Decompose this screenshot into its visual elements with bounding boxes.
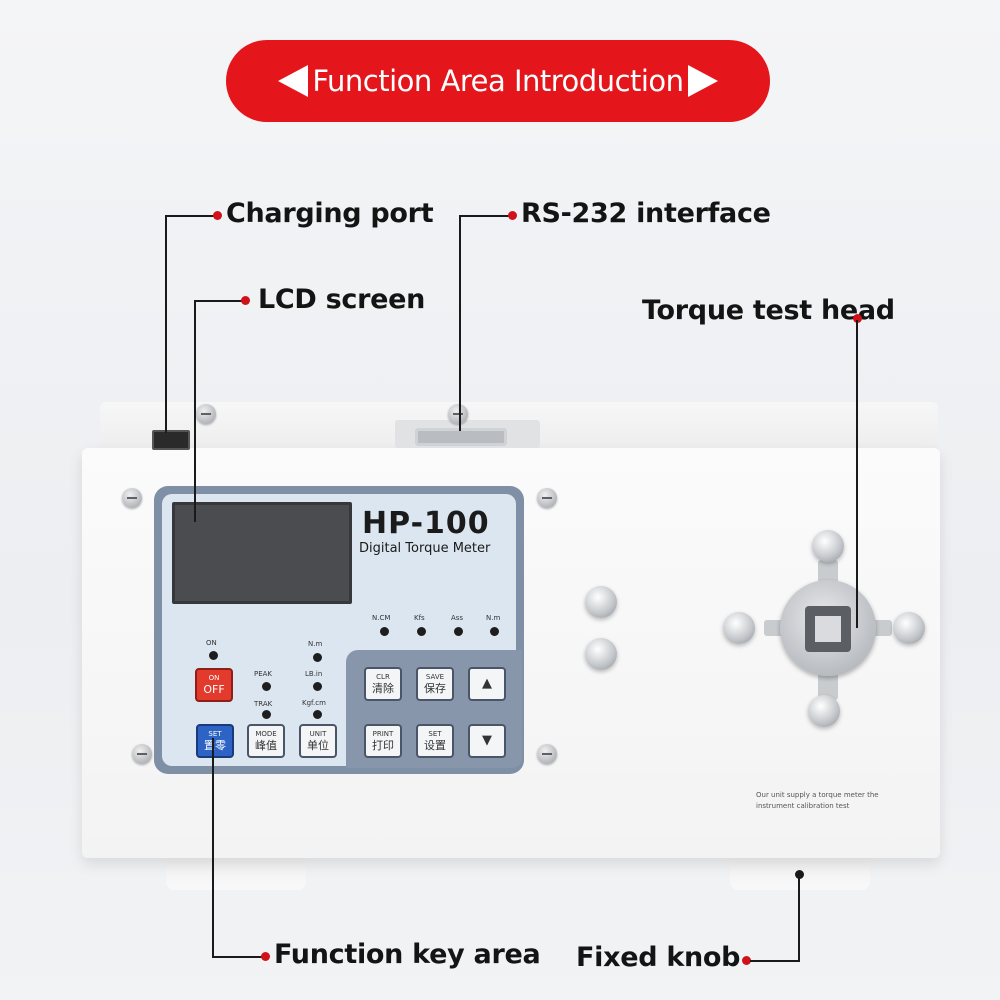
- key-label: OFF: [203, 683, 225, 696]
- led-label: Kgf.cm: [302, 699, 326, 707]
- clear-button[interactable]: CLR 清除: [364, 667, 402, 701]
- leader-line: [459, 215, 461, 431]
- head-knob[interactable]: [812, 530, 844, 562]
- left-arrow-icon: [278, 65, 309, 97]
- indicator-led: [490, 627, 499, 636]
- screw-icon: [132, 744, 152, 764]
- key-label: 保存: [424, 682, 446, 695]
- mode-button[interactable]: MODE 峰值: [247, 724, 285, 758]
- leader-line: [750, 960, 800, 962]
- banner-title: Function Area Introduction: [312, 64, 684, 98]
- led-label: N.m: [308, 640, 323, 648]
- torque-head-label: Torque test head: [642, 295, 895, 326]
- led-label: Ass: [451, 614, 464, 622]
- indicator-led: [313, 710, 322, 719]
- led-label: N.CM: [372, 614, 391, 622]
- down-button[interactable]: ▼: [468, 724, 506, 758]
- key-label: MODE: [255, 730, 277, 738]
- screw-icon: [537, 744, 557, 764]
- key-label: SAVE: [425, 673, 445, 681]
- right-arrow-icon: [687, 65, 718, 97]
- led-label: TRAK: [254, 700, 273, 708]
- key-label: CLR: [376, 673, 390, 681]
- lcd-screen: [172, 502, 352, 604]
- indicator-led: [417, 627, 426, 636]
- rs232-connector: [415, 428, 507, 446]
- callout-dot: [853, 314, 862, 323]
- indicator-led: [454, 627, 463, 636]
- key-label: 峰值: [255, 739, 277, 752]
- leader-line: [194, 300, 244, 302]
- print-button[interactable]: PRINT 打印: [364, 724, 402, 758]
- rs232-label: RS-232 interface: [521, 198, 771, 229]
- screw-icon: [448, 404, 468, 424]
- leader-line: [212, 738, 214, 958]
- key-label: 清除: [372, 682, 394, 695]
- key-label: 单位: [307, 739, 329, 752]
- indicator-led: [262, 710, 271, 719]
- charging-port: [152, 430, 190, 450]
- fine-print: Our unit supply a torque meter the instr…: [756, 791, 879, 810]
- fixed-knob-label: Fixed knob: [576, 942, 741, 973]
- fixing-knob[interactable]: [585, 638, 617, 670]
- leader-line: [194, 300, 196, 522]
- leader-line: [459, 215, 511, 217]
- model-subtitle: Digital Torque Meter: [359, 541, 491, 556]
- lcd-screen-label: LCD screen: [258, 284, 426, 315]
- leader-line: [856, 320, 858, 628]
- callout-dot: [241, 296, 250, 305]
- led-label: N.m: [486, 614, 501, 622]
- callout-dot: [213, 211, 222, 220]
- led-label: LB.in: [305, 670, 323, 678]
- leader-line: [165, 215, 167, 433]
- indicator-led: [209, 651, 218, 660]
- head-knob[interactable]: [808, 695, 840, 727]
- key-label: UNIT: [309, 730, 327, 738]
- head-knob[interactable]: [893, 612, 925, 644]
- fixing-knob[interactable]: [585, 586, 617, 618]
- model-name: HP-100: [362, 506, 490, 541]
- callout-dot: [261, 952, 270, 961]
- save-button[interactable]: SAVE 保存: [416, 667, 454, 701]
- function-key-label: Function key area: [274, 939, 541, 970]
- on-off-button[interactable]: ON OFF: [195, 668, 233, 702]
- leader-line: [798, 876, 800, 962]
- callout-dot: [795, 870, 804, 879]
- indicator-led: [262, 682, 271, 691]
- led-label: Kfs: [414, 614, 425, 622]
- arrow-down-icon: ▼: [482, 733, 492, 748]
- leader-line: [165, 215, 217, 217]
- zero-button[interactable]: SET 置零: [196, 724, 234, 758]
- screw-icon: [122, 488, 142, 508]
- title-banner: Function Area Introduction: [226, 40, 770, 122]
- up-button[interactable]: ▲: [468, 667, 506, 701]
- set-button[interactable]: SET 设置: [416, 724, 454, 758]
- screw-icon: [196, 404, 216, 424]
- indicator-led: [380, 627, 389, 636]
- key-label: ON: [208, 674, 220, 682]
- key-label: 置零: [204, 739, 226, 752]
- led-label: ON: [206, 639, 217, 647]
- unit-button[interactable]: UNIT 单位: [299, 724, 337, 758]
- indicator-led: [313, 682, 322, 691]
- key-label: 打印: [372, 739, 394, 752]
- arrow-up-icon: ▲: [482, 676, 492, 691]
- leader-line: [212, 956, 264, 958]
- led-label: PEAK: [254, 670, 273, 678]
- head-socket-inner: [815, 616, 841, 642]
- screw-icon: [537, 488, 557, 508]
- key-label: SET: [208, 730, 222, 738]
- head-knob[interactable]: [723, 612, 755, 644]
- callout-dot: [508, 211, 517, 220]
- key-label: 设置: [424, 739, 446, 752]
- indicator-led: [313, 653, 322, 662]
- left-foot: [166, 852, 306, 890]
- key-label: SET: [428, 730, 442, 738]
- key-label: PRINT: [372, 730, 394, 738]
- charging-port-label: Charging port: [226, 198, 434, 229]
- callout-dot: [742, 956, 751, 965]
